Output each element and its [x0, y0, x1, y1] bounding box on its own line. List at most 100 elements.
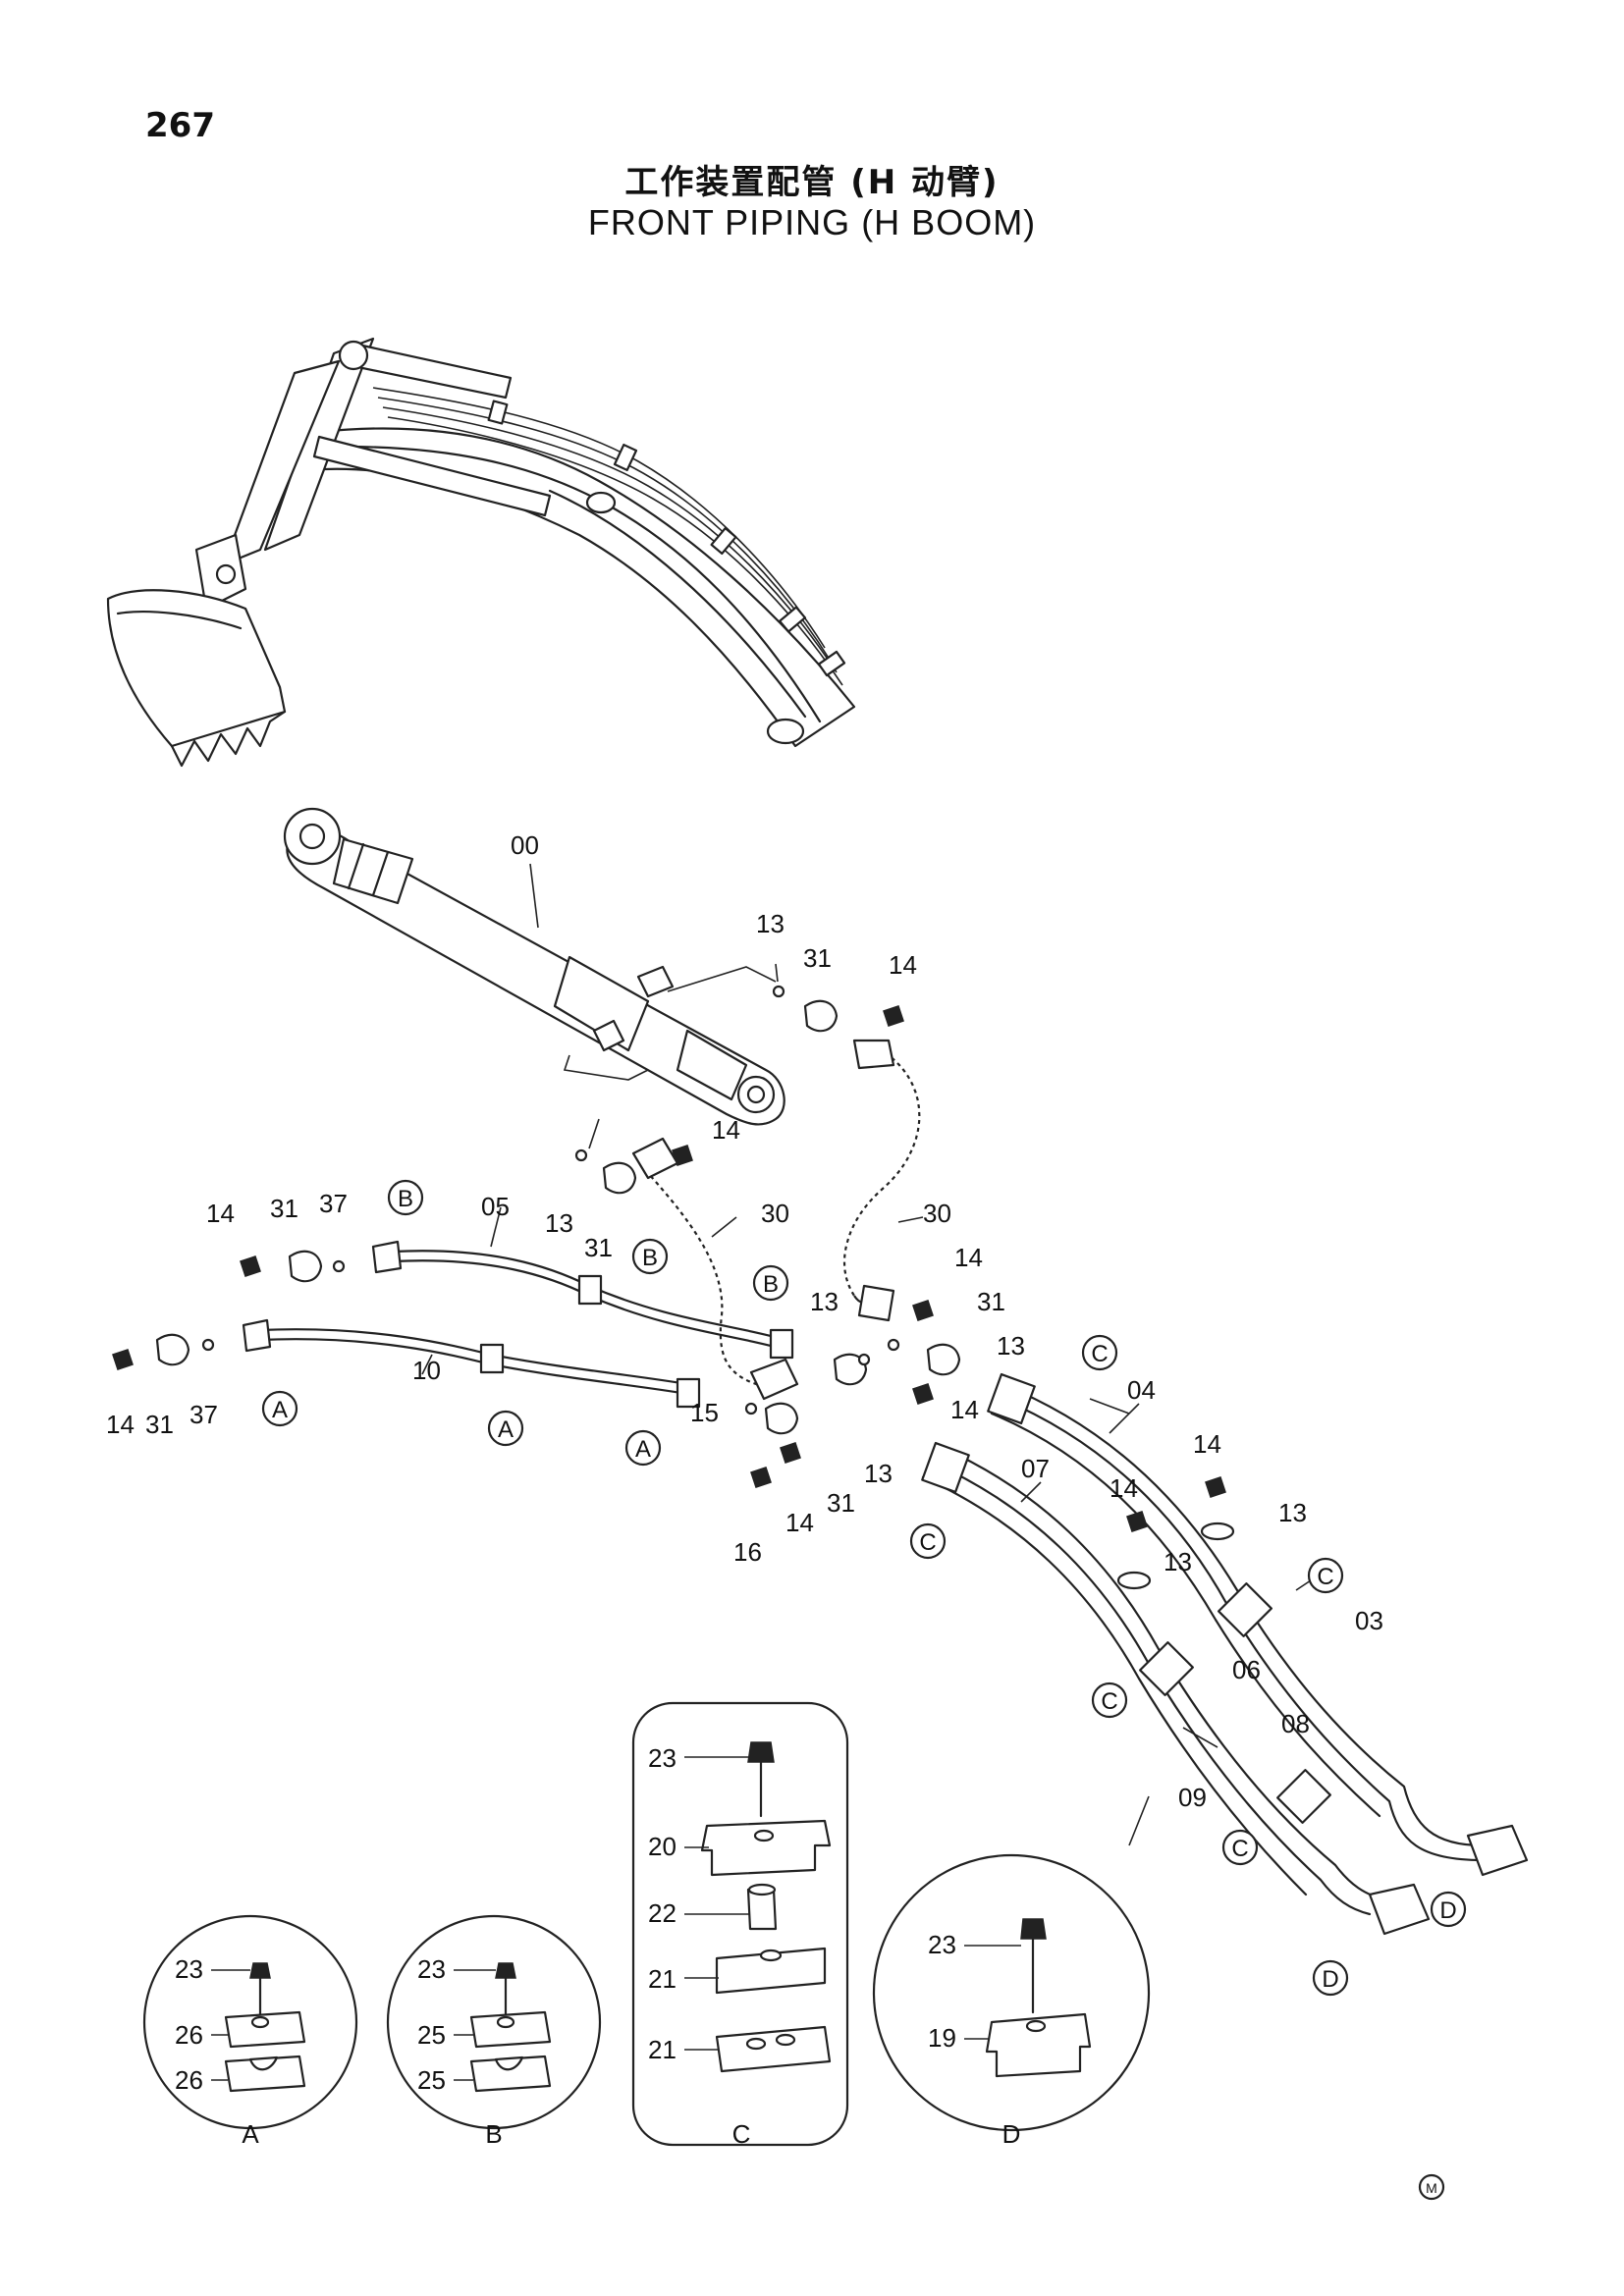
label-37: 37	[189, 1400, 218, 1429]
label-05: 05	[481, 1192, 510, 1221]
label-14: 14	[785, 1508, 814, 1537]
pipe-10	[242, 1318, 701, 1409]
svg-text:B: B	[763, 1271, 779, 1298]
svg-text:C: C	[1101, 1688, 1117, 1715]
label-15: 15	[690, 1398, 719, 1427]
svg-text:C: C	[1231, 1836, 1248, 1862]
pipe-05	[371, 1240, 794, 1360]
marker-b: B	[752, 1264, 789, 1302]
detail-a-label-23: 23	[175, 1954, 203, 1984]
marker-b: B	[631, 1238, 669, 1275]
clamp-markers: B B B A A A C C C C C D D	[261, 1179, 1467, 1997]
detail-b-caption: B	[485, 2119, 502, 2149]
label-14: 14	[950, 1395, 979, 1424]
svg-text:A: A	[498, 1416, 514, 1443]
marker-c: C	[1081, 1334, 1118, 1371]
detail-a-label-26: 26	[175, 2065, 203, 2095]
marker-c: C	[1221, 1829, 1259, 1866]
marker-d: D	[1312, 1959, 1349, 1997]
svg-text:A: A	[272, 1397, 288, 1423]
detail-b-label-25: 25	[417, 2020, 446, 2050]
label-30: 30	[923, 1199, 951, 1228]
hose-30-right	[839, 1039, 924, 1322]
label-31: 31	[584, 1233, 613, 1262]
label-31: 31	[270, 1194, 298, 1223]
marker-d: D	[1430, 1891, 1467, 1928]
hose-30-left	[631, 1137, 799, 1401]
footer-mark: M	[1418, 2173, 1445, 2201]
detail-c-label-21: 21	[648, 2035, 677, 2064]
label-13: 13	[545, 1208, 573, 1238]
part-labels: 00 13 31 14 14 13 31 30 30 14 31 37 05 1…	[106, 830, 1383, 1812]
label-14: 14	[106, 1410, 135, 1439]
detail-c-label-23: 23	[648, 1743, 677, 1773]
marker-a: A	[487, 1410, 524, 1447]
marker-c: C	[1091, 1682, 1128, 1719]
arm-cylinder	[283, 807, 785, 1126]
page-number: 267	[145, 106, 215, 145]
label-31: 31	[803, 943, 832, 973]
marker-a: A	[261, 1390, 298, 1427]
label-14: 14	[206, 1199, 235, 1228]
detail-c: 23 20 22 21 21 C	[631, 1701, 849, 2149]
marker-c: C	[1307, 1557, 1344, 1594]
detail-b: 23 25 25 B	[386, 1914, 602, 2149]
label-00: 00	[511, 830, 539, 860]
svg-text:C: C	[1317, 1564, 1333, 1590]
label-14: 14	[712, 1115, 740, 1145]
label-13: 13	[810, 1287, 839, 1316]
svg-text:B: B	[642, 1245, 658, 1271]
detail-c-caption: C	[732, 2119, 751, 2149]
label-06: 06	[1232, 1655, 1261, 1684]
label-14: 14	[889, 950, 917, 980]
fittings	[112, 985, 1235, 1590]
label-07: 07	[1021, 1454, 1050, 1483]
detail-c-label-21: 21	[648, 1964, 677, 1994]
marker-a: A	[624, 1429, 662, 1467]
detail-d-label-19: 19	[928, 2023, 956, 2053]
svg-text:A: A	[635, 1436, 651, 1463]
detail-a: 23 26 26 A	[142, 1914, 358, 2149]
detail-d-caption: D	[1002, 2119, 1021, 2149]
label-03: 03	[1355, 1606, 1383, 1635]
footer-mark-text: M	[1426, 2180, 1437, 2196]
svg-text:C: C	[919, 1529, 936, 1556]
label-13: 13	[1278, 1498, 1307, 1527]
detail-a-caption: A	[242, 2119, 259, 2149]
label-13: 13	[997, 1331, 1025, 1361]
label-14: 14	[1193, 1429, 1221, 1459]
detail-c-label-22: 22	[648, 1898, 677, 1928]
label-10: 10	[412, 1356, 441, 1385]
label-14: 14	[954, 1243, 983, 1272]
excavator-overview	[106, 337, 856, 768]
detail-b-label-23: 23	[417, 1954, 446, 1984]
label-14: 14	[1110, 1473, 1138, 1503]
label-08: 08	[1281, 1709, 1310, 1738]
label-09: 09	[1178, 1783, 1207, 1812]
detail-d: 23 19 D	[872, 1853, 1151, 2149]
detail-b-label-25: 25	[417, 2065, 446, 2095]
long-pipes	[921, 1372, 1529, 1936]
title-chinese: 工作装置配管 (H 动臂)	[624, 163, 1000, 202]
svg-text:B: B	[398, 1186, 413, 1212]
svg-text:D: D	[1439, 1897, 1456, 1924]
detail-c-label-20: 20	[648, 1832, 677, 1861]
label-16: 16	[733, 1537, 762, 1567]
marker-b: B	[387, 1179, 424, 1216]
label-37: 37	[319, 1189, 348, 1218]
detail-d-label-23: 23	[928, 1930, 956, 1959]
marker-c: C	[909, 1522, 947, 1560]
detail-a-label-26: 26	[175, 2020, 203, 2050]
label-04: 04	[1127, 1375, 1156, 1405]
label-30: 30	[761, 1199, 789, 1228]
label-13: 13	[756, 909, 785, 938]
leader-lines	[421, 863, 1326, 1846]
label-31: 31	[827, 1488, 855, 1518]
title-english: FRONT PIPING (H BOOM)	[587, 202, 1037, 242]
label-13: 13	[864, 1459, 893, 1488]
label-31: 31	[977, 1287, 1005, 1316]
label-13: 13	[1164, 1547, 1192, 1576]
label-31: 31	[145, 1410, 174, 1439]
svg-text:C: C	[1091, 1341, 1108, 1367]
